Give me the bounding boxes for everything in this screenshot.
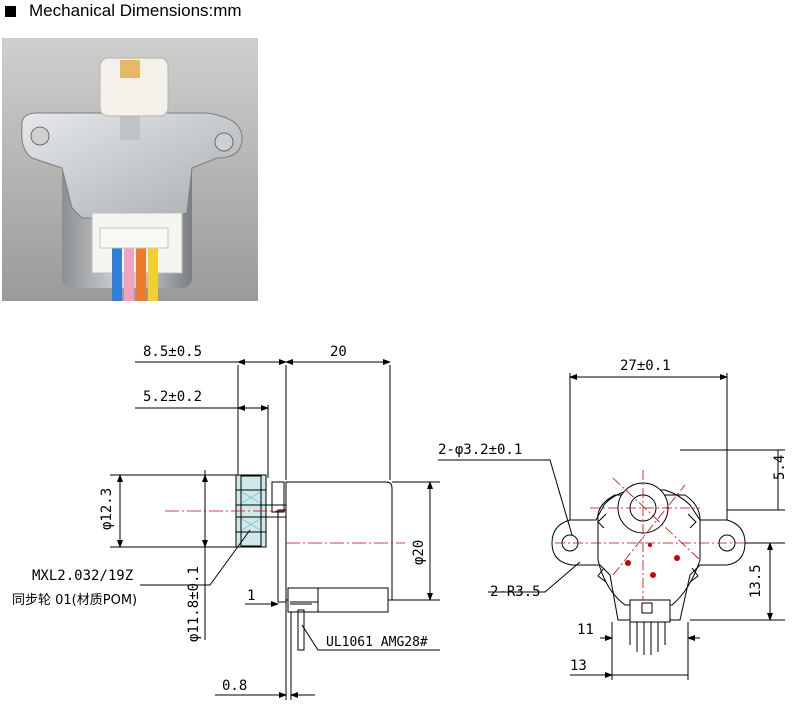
gear-spec-label: MXL2.032/19Z [32, 568, 133, 584]
dim-hole-diameter: 2-φ3.2±0.1 [438, 442, 522, 458]
hole-markers [625, 543, 680, 578]
front-view [438, 373, 785, 680]
dim-body-diameter: φ20 [411, 540, 427, 565]
side-view-labels: 8.5±0.5 20 5.2±0.2 φ12.3 φ20 φ11.8±0.1 M… [12, 344, 428, 694]
section-title: Mechanical Dimensions:mm [29, 1, 242, 20]
dim-gear-diameter: φ12.3 [99, 488, 115, 530]
dim-gear-offset: 8.5±0.5 [143, 344, 202, 360]
dim-hole-spacing: 27±0.1 [620, 358, 671, 374]
side-view [110, 359, 440, 700]
cable-label: UL1061 AMG28# [326, 635, 428, 650]
dim-total-length: 20 [330, 344, 347, 360]
gear-material-label: 同步轮 01(材质POM) [12, 593, 137, 608]
dim-width-13: 13 [570, 658, 587, 674]
dim-offset-13-5: 13.5 [748, 564, 764, 598]
dim-offset-5-4: 5.4 [772, 455, 788, 480]
dim-thickness-0-8: 0.8 [222, 678, 247, 694]
front-view-labels: 27±0.1 2-φ3.2±0.1 2-R3.5 5.4 13.5 11 13 [438, 358, 788, 674]
section-header: Mechanical Dimensions:mm [5, 0, 242, 22]
dim-shaft-offset: 5.2±0.2 [143, 389, 202, 405]
dim-thickness-1: 1 [247, 588, 255, 604]
dim-flange-diameter: φ11.8±0.1 [186, 566, 202, 642]
dim-width-11: 11 [577, 622, 594, 638]
square-bullet-icon [5, 5, 16, 17]
motor-photo [2, 38, 258, 301]
dim-radius: 2-R3.5 [490, 584, 541, 600]
